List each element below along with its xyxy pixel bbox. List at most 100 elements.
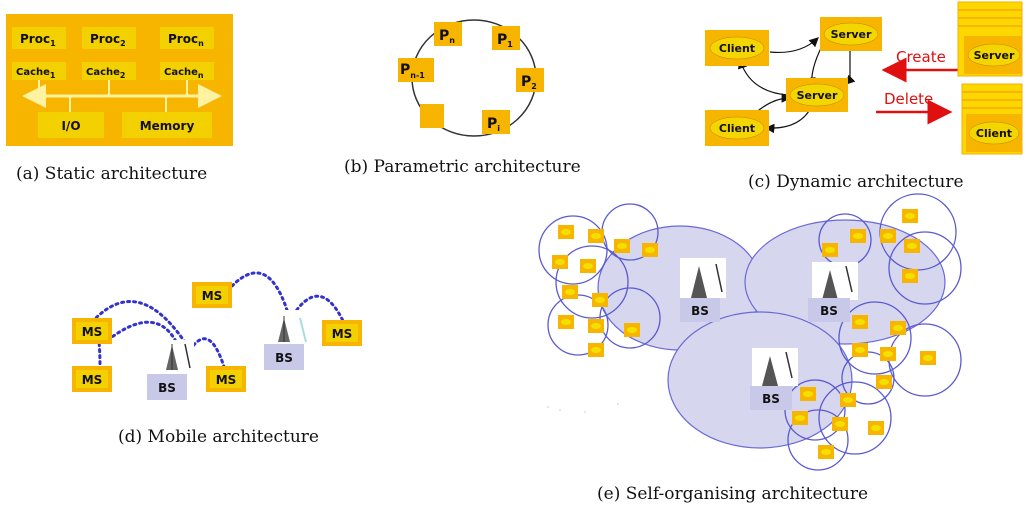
mobile-node <box>890 321 906 335</box>
svg-text:P1: P1 <box>497 32 513 49</box>
cache-box-n: Cachen <box>160 62 214 80</box>
mobile-nodes <box>552 209 936 459</box>
client-node-top: Client <box>705 30 769 66</box>
svg-text:BS: BS <box>275 351 293 365</box>
mobile-node <box>904 239 920 253</box>
svg-text:Pn: Pn <box>439 28 455 45</box>
mobile-node <box>852 343 868 357</box>
mobile-node <box>588 319 604 333</box>
svg-text:BS: BS <box>158 381 176 395</box>
svg-text:BS: BS <box>762 392 780 406</box>
mobile-node <box>832 417 848 431</box>
svg-text:Cache1: Cache1 <box>16 67 56 80</box>
base-station-e-right: BS <box>808 262 858 322</box>
mobile-node <box>850 229 866 243</box>
self-organising-architecture-panel: BS BS BS <box>538 193 962 471</box>
mobile-node <box>592 293 608 307</box>
mobile-node <box>880 347 896 361</box>
faint-dots <box>547 403 619 413</box>
mobile-node <box>902 269 918 283</box>
svg-text:MS: MS <box>332 327 353 341</box>
io-box: I/O <box>38 112 104 138</box>
svg-text:Client: Client <box>719 42 755 55</box>
static-architecture-panel: Proc1 Proc2 Procn Cache1 Cache2 Cachen <box>6 14 233 146</box>
svg-text:Delete: Delete <box>884 90 933 108</box>
svg-text:MS: MS <box>82 325 103 339</box>
mobile-node <box>558 225 574 239</box>
caption-parametric: (b) Parametric architecture <box>344 157 581 177</box>
svg-text:Client: Client <box>976 127 1012 140</box>
svg-text:Create: Create <box>896 48 946 66</box>
svg-text:Memory: Memory <box>140 119 195 133</box>
svg-text:MS: MS <box>82 373 103 387</box>
dynamic-architecture-panel: Client Server Server Client Create Delet… <box>705 1 1023 155</box>
mobile-station-1: MS <box>72 318 112 344</box>
caption-static: (a) Static architecture <box>16 164 208 184</box>
svg-text:I/O: I/O <box>61 119 80 133</box>
mobile-node <box>562 285 578 299</box>
mobile-node <box>902 209 918 223</box>
node-pn: Pn <box>434 22 462 46</box>
base-station-e-left: BS <box>680 258 726 322</box>
caption-self-organising: (e) Self-organising architecture <box>597 484 869 504</box>
base-station-left: BS <box>147 340 194 400</box>
svg-text:BS: BS <box>691 304 709 318</box>
server-node-center: Server <box>786 78 848 112</box>
svg-text:Pn-1: Pn-1 <box>400 62 425 80</box>
svg-text:Proc2: Proc2 <box>90 32 126 48</box>
svg-text:Pi: Pi <box>487 116 500 133</box>
mobile-node <box>852 315 868 329</box>
server-node-top: Server <box>820 17 882 51</box>
mobile-node <box>588 229 604 243</box>
delete-arrow: Delete <box>876 90 953 125</box>
mobile-station-4: MS <box>206 366 246 392</box>
svg-text:Server: Server <box>831 28 872 41</box>
node-p1: P1 <box>492 26 520 50</box>
svg-text:Procn: Procn <box>168 32 204 48</box>
proc-box-n: Procn <box>160 27 214 49</box>
mobile-node <box>558 315 574 329</box>
memory-box: Memory <box>122 112 212 138</box>
caption-mobile: (d) Mobile architecture <box>118 427 319 447</box>
mobile-node <box>920 351 936 365</box>
mobile-node <box>880 229 896 243</box>
cache-box-1: Cache1 <box>12 62 66 80</box>
svg-text:Client: Client <box>719 122 755 135</box>
proc-box-2: Proc2 <box>82 27 136 49</box>
mobile-node <box>800 387 816 401</box>
svg-text:Proc1: Proc1 <box>20 32 56 48</box>
svg-text:Cachen: Cachen <box>164 67 204 80</box>
mobile-node <box>580 259 596 273</box>
mobile-node <box>792 411 808 425</box>
mobile-node <box>840 393 856 407</box>
node-unlabeled <box>420 104 444 128</box>
base-station-e-bottom: BS <box>750 348 798 410</box>
mobile-node <box>614 239 630 253</box>
svg-text:BS: BS <box>820 304 838 318</box>
mobile-station-5: MS <box>322 320 362 346</box>
svg-text:MS: MS <box>216 373 237 387</box>
mobile-node <box>822 243 838 257</box>
cache-box-2: Cache2 <box>82 62 136 80</box>
svg-text:MS: MS <box>202 289 223 303</box>
svg-text:P2: P2 <box>521 74 537 91</box>
proc-box-1: Proc1 <box>12 27 66 49</box>
mobile-station-2: MS <box>72 366 112 392</box>
mobile-node <box>588 343 604 357</box>
mobile-architecture-panel: BS BS MS MS MS MS <box>72 271 362 400</box>
parametric-architecture-panel: Pn P1 P2 Pi Pn-1 <box>398 19 544 137</box>
svg-text:Server: Server <box>974 49 1015 62</box>
mobile-station-3: MS <box>192 282 232 308</box>
client-node-bottom: Client <box>705 110 769 146</box>
svg-text:Cache2: Cache2 <box>86 67 126 80</box>
node-pi: Pi <box>482 110 510 134</box>
mobile-node <box>876 375 892 389</box>
mobile-node <box>624 323 640 337</box>
node-pn-1: Pn-1 <box>398 58 434 82</box>
svg-text:Server: Server <box>797 89 838 102</box>
caption-dynamic: (c) Dynamic architecture <box>748 172 964 192</box>
base-station-right: BS <box>262 310 312 370</box>
mobile-node <box>818 445 834 459</box>
mobile-node <box>552 255 568 269</box>
